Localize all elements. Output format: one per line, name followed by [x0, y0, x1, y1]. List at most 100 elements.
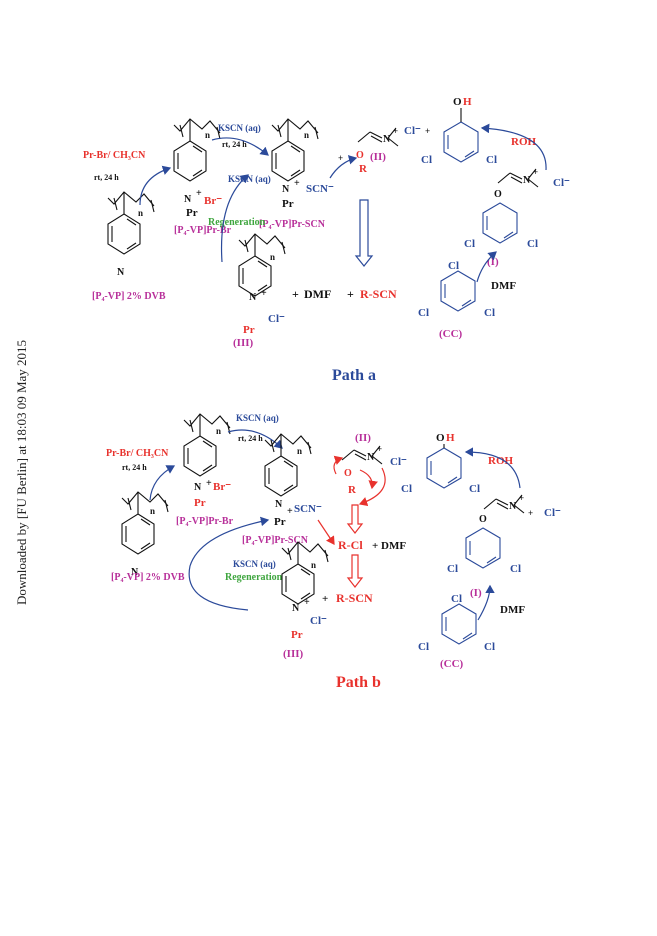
reagent-kscn-regen: KSCN (aq) [233, 559, 276, 569]
label-II: (II) [370, 151, 386, 163]
reagent-prbr: Pr-Br/ CH₃CN [83, 150, 146, 161]
arrow-alcoholysis [480, 123, 547, 171]
pyridinium-n: N [292, 603, 300, 614]
label-CC: (CC) [440, 658, 464, 670]
label-CC: (CC) [439, 328, 463, 340]
pyridine-n: N [117, 267, 125, 278]
pyridinium-bromide-structure [173, 118, 221, 182]
label-start-polymer: [P₄-VP] 2% DVB [92, 291, 166, 302]
label-prbr: [P₄-VP]Pr-Br [174, 225, 232, 236]
triazine-intermediate-structure [465, 527, 501, 569]
r-group: R [359, 163, 368, 175]
label-start-polymer: [P₄-VP] 2% DVB [111, 572, 185, 583]
plus-charge: + [261, 288, 267, 299]
hollow-arrow-down [354, 199, 374, 267]
label-prscn: [P₄-VP]Pr-SCN [259, 219, 326, 230]
reagent-kscn: KSCN (aq) [236, 413, 279, 423]
arrow-exchange [227, 429, 283, 449]
arrow-alkylation [149, 465, 176, 501]
chloride-ion: Cl⁻ [544, 507, 561, 519]
reagent-kscn: KSCN (aq) [218, 123, 261, 133]
arrow-scn-displacement [317, 519, 335, 545]
plus-sign: + [425, 126, 430, 136]
oxygen: O [344, 468, 352, 479]
dmf-reagent: DMF [491, 280, 516, 292]
rscn-product: R-SCN [360, 287, 397, 301]
poly-vinylpyridine-structure [121, 491, 169, 555]
arrow-alcoholysis [464, 447, 521, 489]
repeat-n: n [297, 446, 302, 456]
oxygen: O [479, 514, 487, 525]
vilsmeier-intermediate-structure [357, 127, 399, 147]
label-I: (I) [470, 587, 482, 599]
bromide-ion: Br⁻ [213, 481, 231, 493]
pyridinium-thiocyanate-structure [264, 433, 312, 497]
arrow-regeneration [188, 516, 270, 611]
arrow-regeneration [220, 174, 249, 263]
repeat-n: n [138, 208, 143, 218]
cl-atom: Cl [418, 641, 429, 653]
plus-sign: + [292, 287, 299, 301]
iminium-n: N [509, 501, 517, 512]
pr-group: Pr [186, 207, 198, 219]
pyridinium-bromide-structure [183, 413, 231, 477]
pyridinium-n: N [282, 184, 290, 195]
vilsmeier-intermediate-structure [341, 445, 383, 465]
pr-group: Pr [274, 516, 286, 528]
roh-reagent: ROH [511, 136, 537, 148]
plus-charge: + [294, 178, 300, 189]
iminium-n: N [523, 175, 531, 186]
hydroxyl-h: H [446, 432, 455, 444]
plus-sign: + [347, 287, 354, 301]
hydroxyl-h: H [463, 96, 472, 108]
cyanuric-acid-structure [426, 447, 462, 489]
repeat-n: n [216, 426, 221, 436]
label-III: (III) [283, 648, 304, 660]
label-I: (I) [487, 256, 499, 268]
plus-sign: + [322, 593, 328, 605]
dmf-product: DMF [304, 287, 331, 301]
plus-charge: + [304, 597, 310, 608]
dmf-reagent: DMF [500, 604, 525, 616]
thiocyanate-ion: SCN⁻ [306, 183, 334, 195]
chloride-ion: Cl⁻ [404, 125, 421, 137]
repeat-n: n [311, 560, 316, 570]
hydroxyl-o: O [436, 432, 445, 444]
hollow-arrow-down [346, 504, 364, 534]
plus-charge: + [196, 188, 202, 199]
plus-charge: + [287, 506, 293, 517]
plus-charge: + [377, 444, 382, 454]
oxygen: O [356, 150, 364, 161]
plus-charge: + [519, 493, 524, 503]
repeat-n: n [270, 252, 275, 262]
cl-atom: Cl [421, 154, 432, 166]
chloride-ion: Cl⁻ [553, 177, 570, 189]
path-b: N n [P₄-VP] 2% DVB Pr-Br/ CH₃CN rt, 24 h… [106, 413, 561, 691]
pyridinium-n: N [184, 194, 192, 205]
arrow-alkylation [139, 165, 172, 206]
imidate-fragment [497, 168, 539, 188]
repeat-n: n [205, 130, 210, 140]
poly-vinylpyridine-structure [107, 191, 155, 255]
pr-group: Pr [194, 497, 206, 509]
arrow-exchange [211, 137, 269, 156]
r-group: R [348, 484, 357, 496]
iminium-n: N [383, 134, 391, 145]
arrow-electron-push [359, 469, 378, 490]
pyridinium-n: N [249, 292, 257, 303]
reagent-prbr: Pr-Br/ CH₃CN [106, 448, 169, 459]
condition-rt-2: rt, 24 h [222, 140, 247, 149]
imidate-fragment [483, 494, 525, 514]
repeat-n: n [304, 130, 309, 140]
plus-charge: + [393, 126, 398, 136]
pr-group: Pr [282, 198, 294, 210]
cl-atom: Cl [510, 563, 521, 575]
hydroxyl-o: O [453, 96, 462, 108]
pyridine-n: N [131, 567, 139, 578]
condition-rt-2: rt, 24 h [238, 434, 263, 443]
cl-atom: Cl [418, 307, 429, 319]
cyanuric-acid-structure [443, 121, 479, 163]
pyridinium-n: N [275, 499, 283, 510]
label-III: (III) [233, 337, 254, 349]
